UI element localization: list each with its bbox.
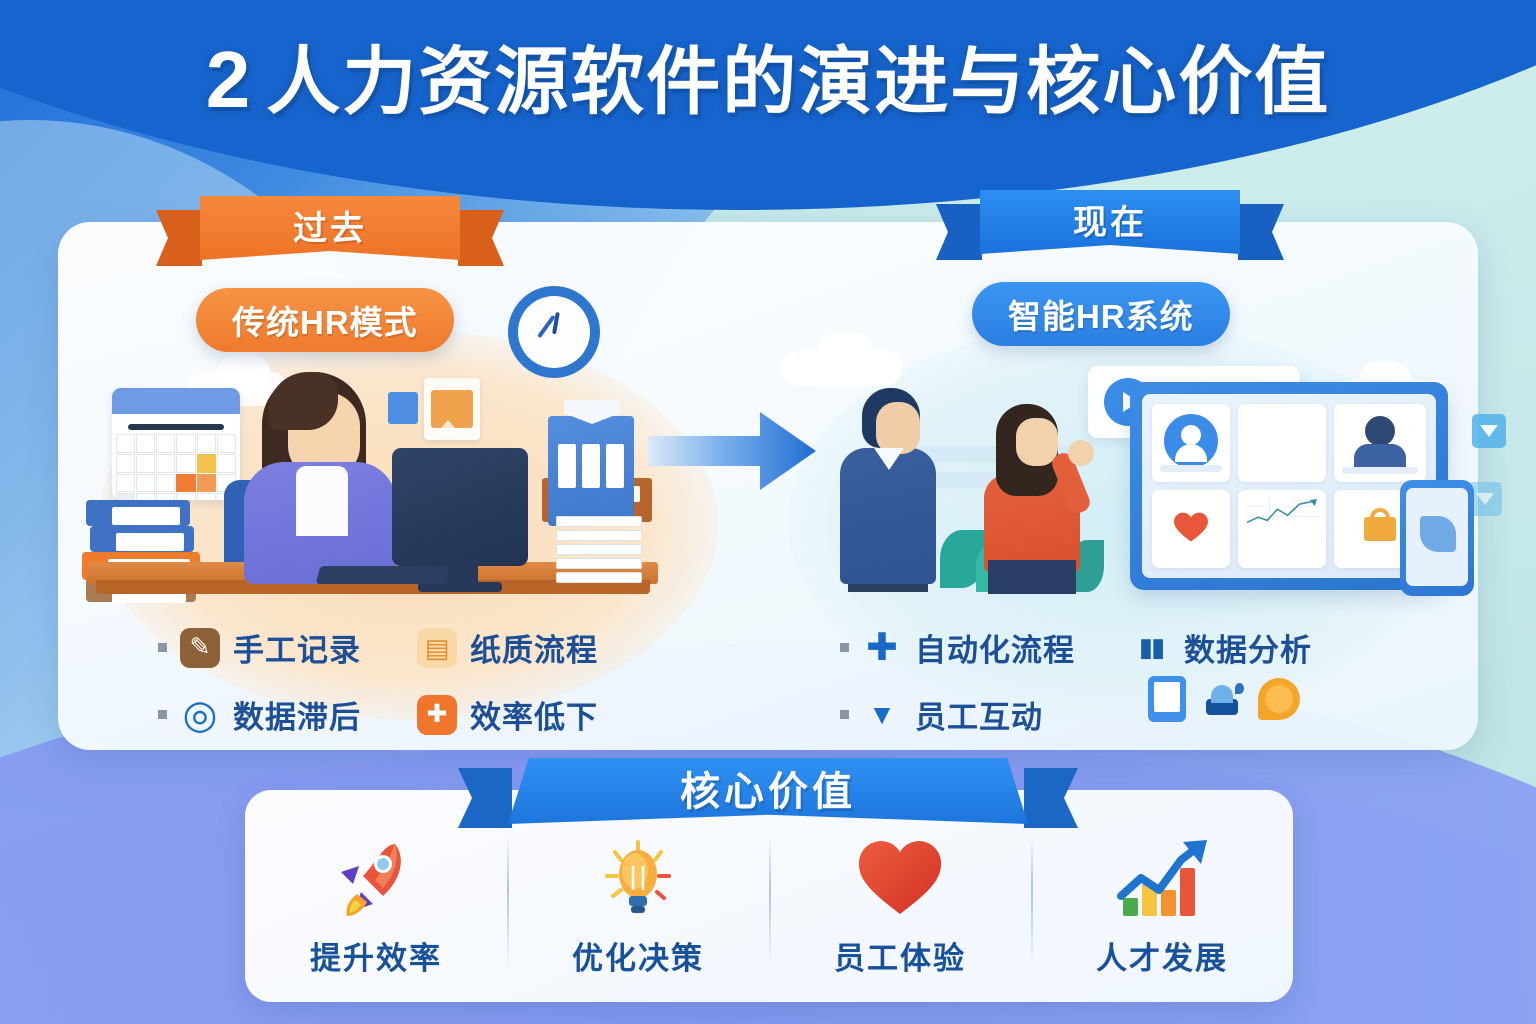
now-feature-column-1: 自动化流程 员工互动 <box>840 625 1075 737</box>
app-badge-icon <box>1472 414 1506 448</box>
core-value-label: 优化决策 <box>572 941 704 976</box>
binder <box>90 526 194 552</box>
feature-item[interactable]: 数据滞后 <box>158 692 361 737</box>
past-pill: 传统HR模式 <box>196 288 454 352</box>
binder <box>86 500 190 526</box>
bar-chart-icon <box>1131 628 1171 668</box>
calendar-icon <box>112 388 240 500</box>
avatar-tile <box>1152 404 1230 482</box>
keyboard-icon <box>315 566 451 584</box>
book-stack <box>556 516 642 583</box>
person-hand <box>1068 440 1094 466</box>
pencil-note-icon <box>180 627 220 668</box>
feature-label: 数据滞后 <box>233 700 361 735</box>
feature-item[interactable]: 员工互动 <box>840 692 1075 737</box>
person-skirt <box>988 560 1076 594</box>
cross-cloud-icon <box>862 628 902 668</box>
core-value-label: 人才发展 <box>1096 941 1228 976</box>
employee-card-tile <box>1334 404 1426 482</box>
past-feature-list: 手工记录 数据滞后 纸质流程 效率低下 <box>158 625 598 737</box>
heart-icon <box>852 833 948 923</box>
person-body <box>840 448 936 584</box>
bullet-marker <box>840 710 849 719</box>
lightbulb-icon <box>590 833 686 923</box>
beacon-lamp-icon <box>1200 677 1244 721</box>
user-avatar-icon <box>1164 414 1218 468</box>
profile-list-tile <box>1238 404 1326 482</box>
past-feature-column-1: 手工记录 数据滞后 <box>158 625 361 737</box>
tablet-document-icon <box>1148 676 1186 722</box>
target-circle-icon <box>180 695 220 735</box>
feature-label: 纸质流程 <box>470 633 598 668</box>
folder-icon <box>548 400 634 526</box>
bullet-marker <box>158 643 167 652</box>
growth-chart-icon <box>1114 833 1210 923</box>
section-number: 2 <box>205 34 253 124</box>
inbox-icon <box>862 695 902 735</box>
document-icon <box>417 627 457 668</box>
cloud-shape <box>818 332 874 374</box>
bullet-marker <box>158 710 167 719</box>
heart-tile <box>1152 490 1230 568</box>
heart-icon <box>1174 512 1208 543</box>
plus-card-icon <box>417 694 457 735</box>
past-pill-label: 传统HR模式 <box>232 304 418 341</box>
feature-label: 手工记录 <box>233 633 361 668</box>
core-value-label: 提升效率 <box>310 941 442 976</box>
smartphone-icon <box>1400 480 1474 596</box>
cloud-shape <box>218 354 270 394</box>
core-value-ribbon: 核心价值 <box>458 758 1078 828</box>
ribbon-body <box>980 190 1240 254</box>
feature-item[interactable]: 自动化流程 <box>840 625 1075 670</box>
now-pill: 智能HR系统 <box>972 282 1230 346</box>
trend-chart-tile <box>1238 490 1326 568</box>
now-pill-label: 智能HR系统 <box>1008 298 1194 335</box>
feature-label: 员工互动 <box>915 700 1043 735</box>
trend-line-icon <box>1244 496 1320 527</box>
person-face <box>876 402 920 454</box>
monitor-base <box>418 582 502 592</box>
feature-label: 数据分析 <box>1184 633 1312 668</box>
desk-front <box>96 580 650 594</box>
core-value-item[interactable]: 优化决策 <box>507 808 769 1002</box>
feature-item[interactable]: 效率低下 <box>417 692 598 737</box>
core-value-item[interactable]: 员工体验 <box>769 808 1031 1002</box>
past-ribbon-label: 过去 <box>293 209 367 248</box>
feature-label: 自动化流程 <box>915 633 1075 668</box>
dashboard-screen <box>1130 382 1448 590</box>
past-ribbon: 过去 <box>156 196 504 266</box>
bullet-marker <box>840 643 849 652</box>
page-title-text: 人力资源软件的演进与核心价值 <box>266 39 1331 123</box>
past-feature-column-2: 纸质流程 效率低下 <box>417 625 598 737</box>
feature-item[interactable]: 手工记录 <box>158 625 361 670</box>
feature-item[interactable]: 数据分析 <box>1131 625 1312 670</box>
now-ribbon: 现在 <box>936 190 1284 260</box>
wall-square <box>388 392 418 424</box>
picture-frame-icon <box>424 378 480 440</box>
core-value-grid: 提升效率 优化 <box>245 808 1293 1002</box>
orange-bubble-icon <box>1258 678 1300 720</box>
now-extra-icons <box>1148 676 1300 722</box>
ribbon-body <box>508 758 1028 824</box>
core-value-item[interactable]: 提升效率 <box>245 808 507 1002</box>
core-value-item[interactable]: 人才发展 <box>1031 808 1293 1002</box>
feature-label: 效率低下 <box>470 700 598 735</box>
feature-item[interactable]: 纸质流程 <box>417 625 598 670</box>
rocket-icon <box>328 833 424 923</box>
now-feature-column-2: 数据分析 <box>1131 625 1312 737</box>
ribbon-body <box>200 196 460 260</box>
now-ribbon-label: 现在 <box>1073 203 1147 242</box>
core-value-ribbon-label: 核心价值 <box>680 770 856 814</box>
core-value-label: 员工体验 <box>834 941 966 976</box>
right-arrow-icon <box>648 406 818 496</box>
now-feature-list: 自动化流程 员工互动 数据分析 <box>840 625 1312 737</box>
desktop-monitor-icon <box>392 448 528 566</box>
person-shirt <box>296 466 348 536</box>
person-face <box>1016 418 1058 466</box>
